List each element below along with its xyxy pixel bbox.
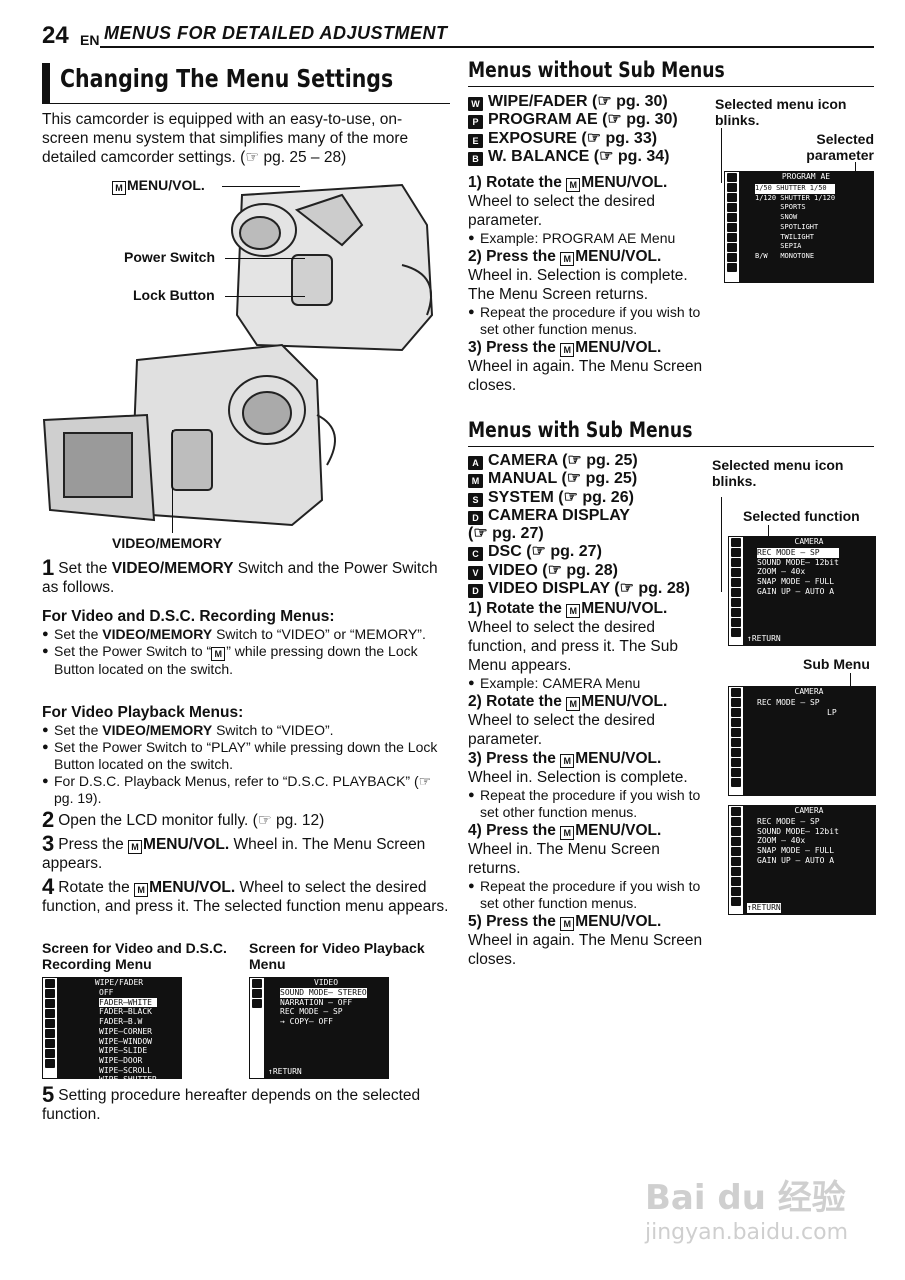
rec-bullets: Set the VIDEO/MEMORY Switch to “VIDEO” o…: [42, 626, 450, 678]
camera-menu-screen-2: CAMERA REC MODE – SP SOUND MODE– 12bit Z…: [728, 805, 876, 915]
rec-heading: For Video and D.S.C. Recording Menus:: [42, 608, 335, 625]
video-display-icon: D: [468, 584, 483, 599]
dsc-icon: C: [468, 547, 483, 562]
play-heading: For Video Playback Menus:: [42, 704, 244, 721]
manual-icon: M: [468, 474, 483, 489]
video-icon: V: [468, 565, 483, 580]
callout-power-switch: Power Switch: [124, 249, 216, 265]
watermark-logo: Bai du 经验: [645, 1178, 846, 1218]
camera-display-icon: D: [468, 510, 483, 525]
play-bullets: Set the VIDEO/MEMORY Switch to “VIDEO”. …: [42, 722, 442, 807]
screen-caption-recording: Screen for Video and D.S.C. Recording Me…: [42, 940, 227, 972]
list-item: Set the Power Switch to “PLAY” while pre…: [42, 739, 442, 773]
fig3-sub-menu-label: Sub Menu: [803, 656, 870, 672]
list-item: (☞ pg. 27): [468, 525, 544, 543]
sub-menu-screen: CAMERA REC MODE – SP LP: [728, 686, 876, 796]
callout-lock-button: Lock Button: [133, 287, 215, 303]
fig2-icon-label: Selected menu icon blinks.: [712, 457, 844, 489]
program-ae-icon: P: [468, 115, 483, 130]
section-title: MENUS FOR DETAILED ADJUSTMENT: [104, 23, 448, 43]
list-item: Set the VIDEO/MEMORY Switch to “VIDEO” o…: [42, 626, 450, 643]
list-item: Set the Power Switch to “M” while pressi…: [42, 643, 450, 678]
fig1-param-label: Selected parameter: [806, 131, 874, 163]
language-tag: EN: [80, 32, 100, 48]
screen-caption-playback: Screen for Video Playback Menu: [249, 940, 425, 972]
page-number: 24: [42, 22, 69, 49]
fig1-icon-label: Selected menu icon blinks.: [715, 96, 847, 128]
video-menu-screen: VIDEO SOUND MODE– STEREO NARRATION – OFF…: [249, 977, 389, 1079]
exposure-icon: E: [468, 133, 483, 148]
title-rule: [42, 103, 450, 104]
title-bar: [42, 63, 50, 103]
fig2-function-label: Selected function: [743, 508, 860, 524]
callout-video-memory: VIDEO/MEMORY: [112, 535, 222, 551]
program-ae-menu-screen: PROGRAM AE 1/50 SHUTTER 1/50 1/120 SHUTT…: [724, 171, 874, 283]
header-rule: [100, 46, 874, 48]
system-icon: S: [468, 492, 483, 507]
camera-icon: A: [468, 456, 483, 470]
with-sub-rule: [468, 446, 874, 447]
camera-menu-screen: CAMERA REC MODE – SP SOUND MODE– 12bit Z…: [728, 536, 876, 646]
no-sub-menu-heading: Menus without Sub Menus: [468, 58, 725, 82]
camcorder-illustration: [42, 165, 452, 545]
wipe-fader-icon: W: [468, 97, 483, 111]
watermark-url: jingyan.baidu.com: [645, 1220, 849, 1245]
list-item: Set the VIDEO/MEMORY Switch to “VIDEO”.: [42, 722, 442, 739]
page-title: Changing The Menu Settings: [60, 64, 394, 93]
wipe-fader-menu-screen: WIPE/FADER OFF FADER–WHITE FADER–BLACK F…: [42, 977, 182, 1084]
with-sub-menu-heading: Menus with Sub Menus: [468, 418, 693, 442]
white-balance-icon: B: [468, 151, 483, 166]
no-sub-rule: [468, 86, 874, 87]
intro-text: This camcorder is equipped with an easy-…: [42, 111, 409, 166]
list-item: For D.S.C. Playback Menus, refer to “D.S…: [42, 773, 442, 807]
